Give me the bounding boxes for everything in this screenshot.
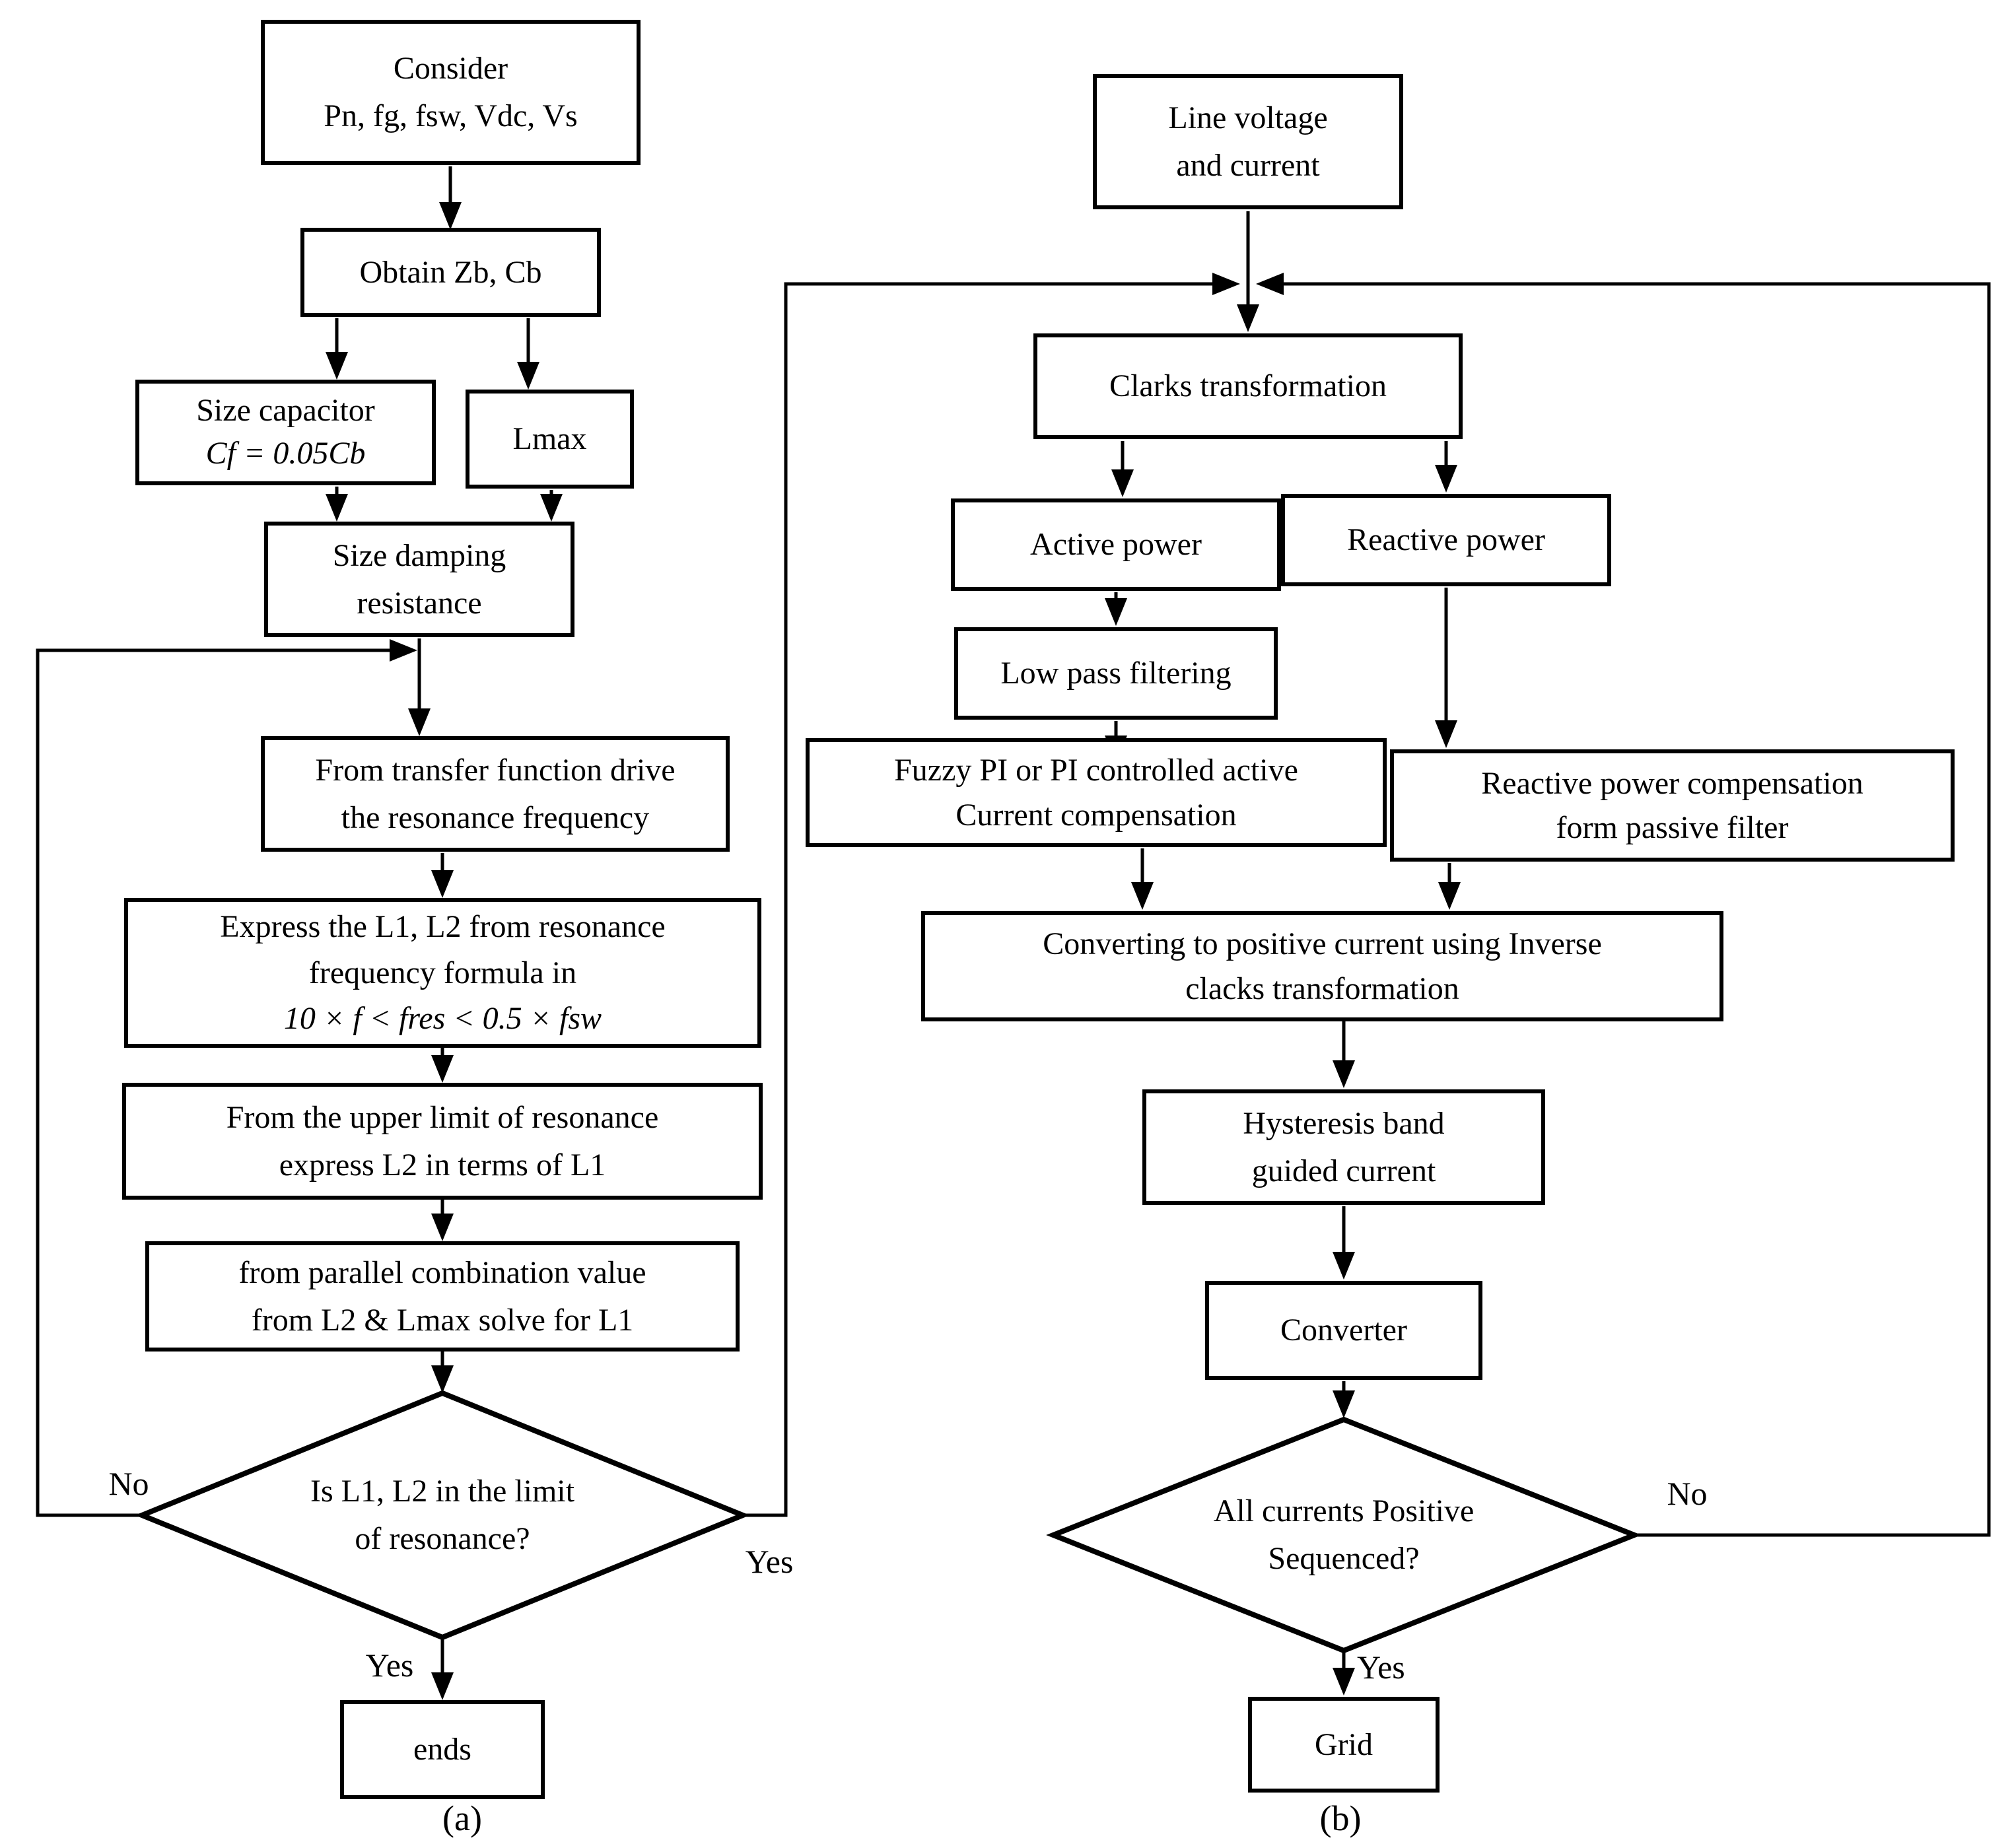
decision-diamond-b	[1046, 1416, 1642, 1654]
arrowhead-converting-hysteresis	[1333, 1060, 1355, 1088]
node-fuzzy-pi-line2: Current compensation	[955, 797, 1237, 833]
decision-a-line1: Is L1, L2 in the limit	[310, 1474, 574, 1509]
node-line-voltage: Line voltage and current	[1093, 74, 1403, 209]
decision-a-line2: of resonance?	[355, 1521, 530, 1556]
node-hysteresis: Hysteresis band guided current	[1142, 1089, 1545, 1205]
node-parallel-combination-line2: from L2 & Lmax solve for L1	[251, 1302, 634, 1338]
node-upper-limit-line1: From the upper limit of resonance	[226, 1099, 659, 1135]
caption-a: (a)	[442, 1798, 482, 1838]
node-size-damping-line2: resistance	[357, 585, 482, 621]
node-ends-line1: ends	[413, 1732, 471, 1767]
node-parallel-combination: from parallel combination value from L2 …	[145, 1241, 740, 1352]
node-upper-limit: From the upper limit of resonance expres…	[122, 1083, 763, 1200]
arrowhead-clarks-reactivepower	[1435, 465, 1457, 493]
caption-b: (b)	[1319, 1798, 1362, 1838]
node-consider: Consider Pn, fg, fsw, Vdc, Vs	[261, 20, 641, 165]
node-size-capacitor-line1: Size capacitor	[196, 393, 375, 428]
node-converting-line1: Converting to positive current using Inv…	[1043, 926, 1602, 962]
node-converting: Converting to positive current using Inv…	[921, 911, 1723, 1021]
arrowhead-fuzzypi-converting	[1131, 882, 1154, 910]
arrowhead-parallel-decision	[431, 1365, 454, 1393]
arrowhead-obtain-sizecapacitor	[326, 352, 348, 380]
node-line-voltage-line1: Line voltage	[1168, 100, 1328, 135]
edge-label-no-a: No	[108, 1465, 149, 1502]
arrowhead-no-feedback-a	[390, 639, 417, 662]
arrowhead-decision-grid	[1333, 1668, 1355, 1695]
node-express: Express the L1, L2 from resonance freque…	[124, 898, 761, 1048]
node-reactive-comp-line2: form passive filter	[1556, 810, 1789, 845]
node-obtain-line1: Obtain Zb, Cb	[359, 254, 542, 290]
node-converting-line2: clacks transformation	[1185, 971, 1459, 1006]
node-size-damping: Size damping resistance	[264, 522, 574, 637]
node-clarks-line1: Clarks transformation	[1109, 368, 1387, 403]
node-consider-line2: Pn, fg, fsw, Vdc, Vs	[324, 98, 578, 133]
edge-yes-to-panel-b	[743, 282, 1212, 1517]
node-upper-limit-line2: express L2 in terms of L1	[279, 1147, 606, 1182]
edge-label-no-b: No	[1667, 1475, 1708, 1512]
edge-label-yes-down-a: Yes	[365, 1647, 414, 1684]
node-fuzzy-pi: Fuzzy PI or PI controlled active Current…	[806, 738, 1387, 847]
arrowhead-clarks-activepower	[1111, 469, 1134, 497]
node-transfer-function-line2: the resonance frequency	[341, 800, 650, 835]
arrowhead-obtain-lmax	[517, 362, 539, 390]
node-grid: Grid	[1248, 1697, 1440, 1793]
node-converter: Converter	[1205, 1281, 1482, 1380]
node-consider-line1: Consider	[393, 51, 508, 86]
node-active-power: Active power	[951, 498, 1281, 591]
node-low-pass-line1: Low pass filtering	[1000, 656, 1232, 691]
node-obtain: Obtain Zb, Cb	[300, 228, 601, 317]
node-hysteresis-line2: guided current	[1251, 1153, 1436, 1188]
node-transfer-function: From transfer function drive the resonan…	[261, 736, 730, 852]
arrowhead-reactivecomp-converting	[1438, 882, 1461, 910]
node-parallel-combination-line1: from parallel combination value	[238, 1254, 646, 1290]
node-size-capacitor: Size capacitor Cf = 0.05Cb	[135, 380, 436, 485]
arrowhead-linevoltage-clarks	[1237, 304, 1259, 332]
node-fuzzy-pi-line1: Fuzzy PI or PI controlled active	[894, 753, 1298, 788]
decision-b-line1: All currents Positive	[1213, 1493, 1475, 1528]
edge-label-yes-b: Yes	[1357, 1649, 1405, 1686]
arrowhead-upperlimit-parallel	[431, 1214, 454, 1241]
node-express-line1: Express the L1, L2 from resonance	[220, 909, 666, 945]
node-hysteresis-line1: Hysteresis band	[1243, 1105, 1445, 1141]
node-reactive-power: Reactive power	[1281, 494, 1611, 586]
node-size-damping-line1: Size damping	[332, 537, 506, 573]
node-lmax-line1: Lmax	[512, 421, 587, 456]
node-reactive-comp: Reactive power compensation form passive…	[1390, 749, 1955, 862]
node-express-line3: 10 × f < fres < 0.5 × fsw	[283, 1001, 602, 1037]
node-line-voltage-line2: and current	[1176, 147, 1320, 183]
decision-diamond-a	[135, 1390, 750, 1641]
edge-label-yes-right-a: Yes	[745, 1543, 794, 1580]
arrowhead-consider-obtain	[439, 202, 462, 230]
node-transfer-function-line1: From transfer function drive	[315, 752, 676, 788]
node-size-capacitor-line2: Cf = 0.05Cb	[205, 436, 366, 471]
node-grid-line1: Grid	[1315, 1727, 1373, 1762]
node-low-pass: Low pass filtering	[954, 627, 1278, 720]
decision-b-line2: Sequenced?	[1268, 1541, 1420, 1576]
arrowhead-yes-to-panel-b	[1212, 273, 1240, 295]
arrowhead-sizecapacitor-damping	[326, 494, 348, 522]
edge-no-feedback-b	[1284, 282, 1991, 1537]
arrowhead-damping-transfer	[408, 708, 431, 736]
node-reactive-power-line1: Reactive power	[1347, 522, 1545, 557]
arrowhead-lmax-damping	[540, 494, 563, 522]
arrowhead-transfer-express	[431, 870, 454, 898]
node-ends: ends	[340, 1700, 545, 1799]
arrowhead-activepower-lowpass	[1105, 598, 1127, 626]
node-active-power-line1: Active power	[1030, 527, 1202, 562]
arrowhead-hysteresis-converter	[1333, 1252, 1355, 1280]
decision-b-text: All currents Positive Sequenced?	[1106, 1476, 1581, 1594]
edge-no-feedback-a	[36, 648, 392, 1517]
node-clarks: Clarks transformation	[1033, 333, 1463, 439]
arrowhead-no-feedback-b	[1256, 273, 1284, 295]
node-express-line2: frequency formula in	[308, 955, 577, 990]
arrowhead-reactivepower-reactivecomp	[1435, 720, 1457, 748]
arrowhead-converter-decision	[1333, 1390, 1355, 1418]
decision-a-text: Is L1, L2 in the limit of resonance?	[188, 1456, 697, 1575]
node-converter-line1: Converter	[1280, 1313, 1407, 1348]
arrowhead-decision-ends	[431, 1672, 454, 1700]
node-lmax: Lmax	[466, 390, 634, 489]
arrowhead-express-upperlimit	[431, 1055, 454, 1083]
node-reactive-comp-line1: Reactive power compensation	[1481, 765, 1863, 801]
